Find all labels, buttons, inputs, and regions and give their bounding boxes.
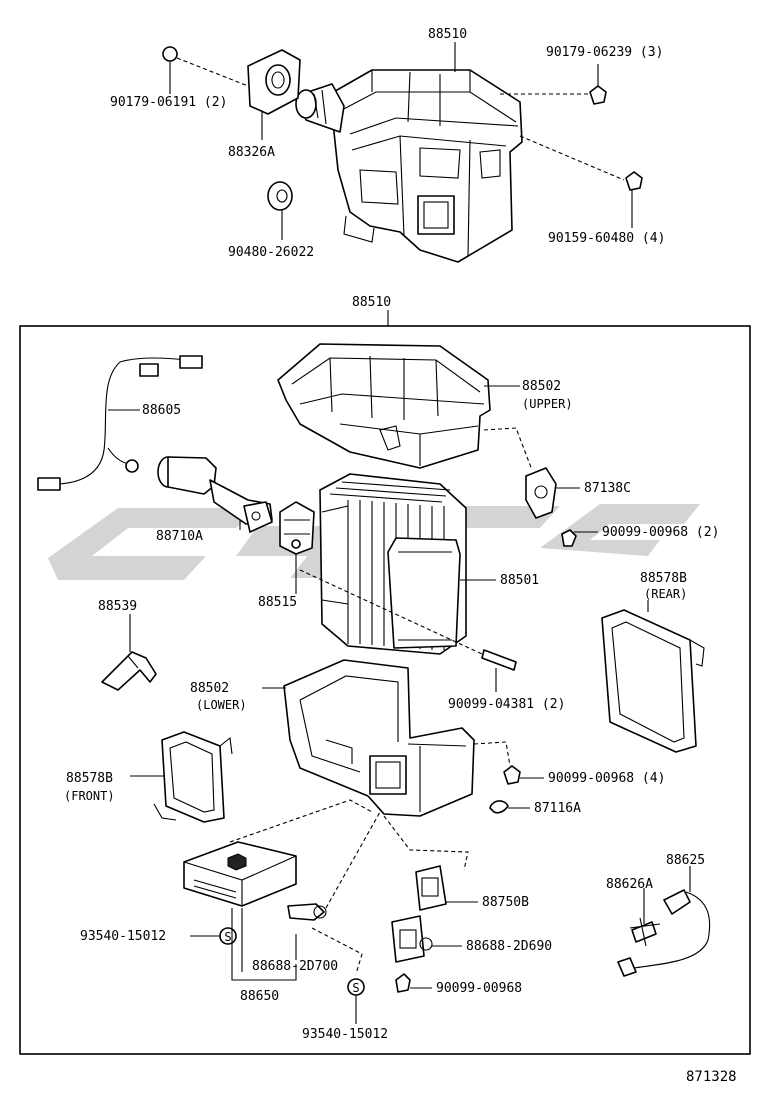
- label-upper-screw: 90099-00968 (2): [602, 525, 720, 540]
- upper-case: [277, 343, 491, 469]
- label-wire-harness: 88605: [142, 403, 182, 418]
- label-seal-plate: 88326A: [228, 145, 275, 160]
- svg-text:S: S: [352, 981, 359, 995]
- label-top-screw-left: 90179-06191 (2): [110, 95, 228, 110]
- label-amplifier-screw: 90099-00968: [436, 981, 523, 996]
- label-evaporator: 88501: [500, 573, 540, 588]
- svg-text:S: S: [224, 930, 231, 944]
- label-amp-sub-left: 93540-15012: [80, 929, 167, 944]
- relay-bracket: [391, 915, 433, 993]
- amplifier-bracket-87138c: [483, 427, 577, 547]
- label-front-seal-note: (FRONT): [64, 789, 115, 803]
- amp-bracket: [287, 811, 381, 975]
- label-front-seal: 88578B: [66, 771, 113, 786]
- label-lower-case: 88502: [190, 681, 230, 696]
- label-suction-tube: 88710A: [156, 529, 203, 544]
- wire-harness: [37, 355, 203, 491]
- thermistor: [617, 889, 711, 977]
- label-thermistor: 88625: [666, 853, 706, 868]
- bolt-lower: [299, 569, 517, 671]
- reference-number: 871328: [686, 1069, 737, 1085]
- label-lower-case-note: (LOWER): [196, 698, 247, 712]
- label-drain-hose: 88539: [98, 599, 138, 614]
- clip-87116a: [489, 800, 509, 814]
- label-thermistor-clip: 88626A: [606, 877, 653, 892]
- label-rear-seal: 88578B: [640, 571, 687, 586]
- label-grommet: 90480-26022: [228, 245, 315, 260]
- lower-screw: [473, 741, 521, 785]
- lower-case: [283, 659, 475, 817]
- drain-hose: [101, 651, 157, 691]
- label-top-nut-right: 90179-06239 (3): [546, 45, 664, 60]
- label-amplifier: 88650: [240, 989, 280, 1004]
- amplifier-88650: [183, 799, 373, 907]
- label-clip: 87116A: [534, 801, 581, 816]
- rear-seal: [601, 609, 705, 753]
- s-marker-1: S: [219, 927, 237, 945]
- top-leaders: [169, 42, 633, 326]
- label-amp-bracket: 88688-2D700: [252, 959, 339, 974]
- relay-88750b: [383, 815, 469, 911]
- label-rear-seal-note: (REAR): [644, 587, 688, 601]
- label-amplifier-bracket: 87138C: [584, 481, 631, 496]
- label-top-assembly: 88510: [428, 27, 468, 42]
- front-seal: [153, 731, 233, 823]
- label-relay-bracket: 88688-2D690: [466, 939, 553, 954]
- box-leaders: [108, 385, 691, 1024]
- assembly-frame: [19, 325, 751, 1055]
- label-amp-sub-bottom: 93540-15012: [302, 1027, 389, 1042]
- label-box-assembly: 88510: [352, 295, 392, 310]
- top-unit-88510: [162, 46, 643, 263]
- evaporator: [319, 473, 467, 655]
- label-top-bolt-right: 90159-60480 (4): [548, 231, 666, 246]
- label-upper-case: 88502: [522, 379, 562, 394]
- label-upper-case-note: (UPPER): [522, 397, 573, 411]
- s-marker-2: S: [347, 978, 365, 996]
- label-bolt-lower: 90099-04381 (2): [448, 697, 566, 712]
- expansion-valve: [279, 501, 315, 555]
- label-lower-screw: 90099-00968 (4): [548, 771, 666, 786]
- label-expansion-valve: 88515: [258, 595, 298, 610]
- label-relay: 88750B: [482, 895, 529, 910]
- suction-tube: [157, 456, 273, 533]
